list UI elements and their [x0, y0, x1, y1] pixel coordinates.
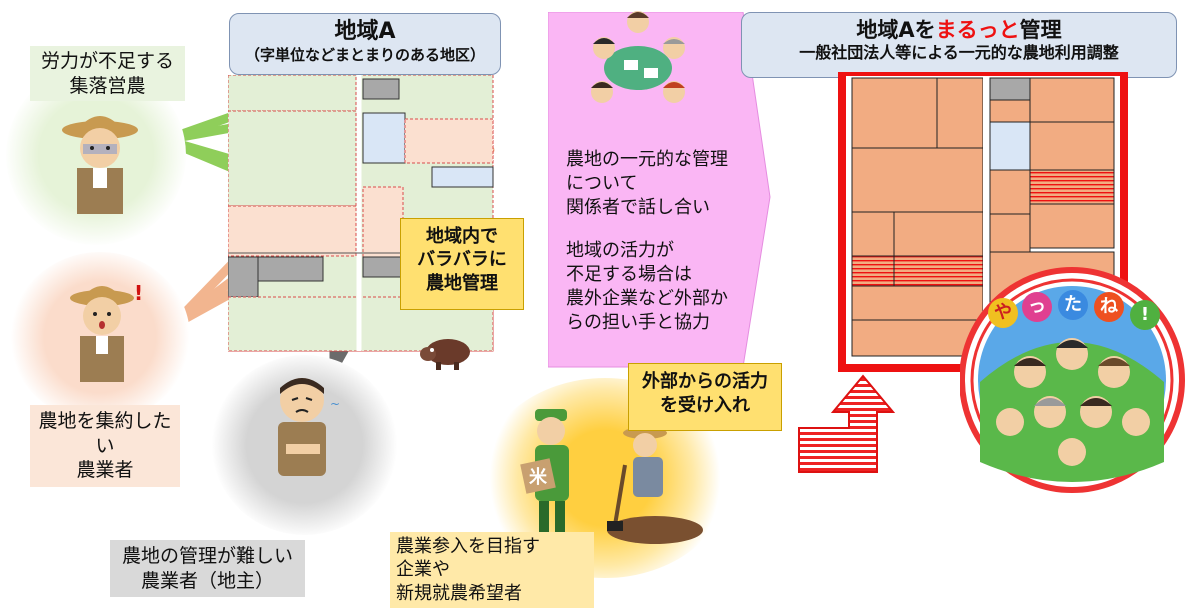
landowner-line-2: 農業者（地主）: [140, 569, 274, 592]
scattered-farmland-map: [228, 75, 494, 352]
scattered-management-label: 地域内で バラバラに 農地管理: [400, 218, 524, 310]
yattane-char-3: た: [1058, 290, 1088, 320]
landowner-line-1: 農地の管理が難しい: [121, 545, 293, 567]
left-subtitle: （字単位などまとまりのある地区）: [244, 45, 485, 64]
newcomers-line-3: 新規就農希望者: [396, 582, 522, 604]
consolidating-farmer-line-2: 農業者: [76, 459, 134, 482]
right-subtitle: 一般社団法人等による一元的な農地利用調整: [799, 43, 1119, 63]
svg-text:!: !: [134, 281, 143, 305]
right-title-highlight: まるっと: [935, 18, 1020, 42]
scattered-line-2: バラバラに: [417, 249, 507, 271]
right-title-suffix: 管理: [1019, 18, 1062, 42]
right-title-box: 地域Aをまるっと管理 一般社団法人等による一元的な農地利用調整: [741, 12, 1177, 78]
discussion-line-4: 地域の活力が: [566, 240, 674, 262]
farmer-tired-icon: [62, 116, 138, 214]
celebration-banner: や っ た ね !: [988, 290, 1168, 332]
newcomers-line-1: 農業参入を目指す: [396, 536, 540, 557]
svg-text:~: ~: [330, 397, 340, 411]
svg-text:米: 米: [529, 466, 548, 488]
yattane-char-2: っ: [1022, 292, 1052, 322]
left-title-box: 地域A （字単位などまとまりのある地区）: [229, 13, 501, 75]
discussion-line-6: 農外企業など外部か: [566, 287, 728, 309]
meeting-people-icon: [591, 11, 685, 103]
yattane-char-4: ね: [1094, 292, 1124, 322]
boar-icon: [420, 339, 470, 370]
external-power-label: 外部からの活力 を受け入れ: [628, 363, 782, 431]
yattane-char-1: や: [988, 298, 1018, 328]
village-farm-line-1: 労力が不足する: [40, 50, 174, 72]
left-title: 地域A: [334, 19, 396, 44]
right-title-prefix: 地域Aを: [856, 18, 936, 42]
managed-farmland-map: [838, 72, 1128, 372]
bent-arrow-icon: [798, 374, 896, 473]
discussion-line-3: 関係者で話し合い: [566, 196, 710, 218]
discussion-text: 農地の一元的な管理 について 関係者で話し合い 地域の活力が 不足する場合は 農…: [566, 148, 756, 334]
newcomers-line-2: 企業や: [396, 559, 450, 581]
discussion-line-5: 不足する場合は: [566, 264, 692, 285]
scattered-line-1: 地域内で: [426, 226, 498, 247]
happy-crowd-icon: [960, 267, 1185, 493]
consolidating-farmer-label: 農地を集約したい 農業者: [30, 405, 180, 488]
village-farm-line-2: 集落営農: [69, 74, 146, 97]
external-power-line-1: 外部からの活力: [642, 371, 768, 392]
right-title: 地域Aをまるっと管理: [742, 17, 1176, 43]
landowner-label: 農地の管理が難しい 農業者（地主）: [110, 540, 305, 598]
yattane-char-5: !: [1130, 300, 1160, 330]
newcomers-label: 農業参入を目指す 企業や 新規就農希望者: [390, 532, 594, 609]
consolidating-farmer-line-1: 農地を集約したい: [38, 410, 172, 457]
newcomer-workers-icon: 米: [520, 409, 703, 544]
external-power-line-2: を受け入れ: [660, 395, 750, 417]
village-farm-label: 労力が不足する 集落営農: [30, 46, 185, 102]
farmer-surprised-icon: !: [70, 281, 143, 382]
discussion-line-1: 農地の一元的な管理: [566, 149, 728, 170]
scattered-line-3: 農地管理: [426, 272, 498, 294]
landowner-worried-icon: ~: [278, 378, 340, 476]
discussion-line-2: について: [566, 172, 638, 194]
discussion-line-7: らの担い手と協力: [566, 311, 710, 333]
